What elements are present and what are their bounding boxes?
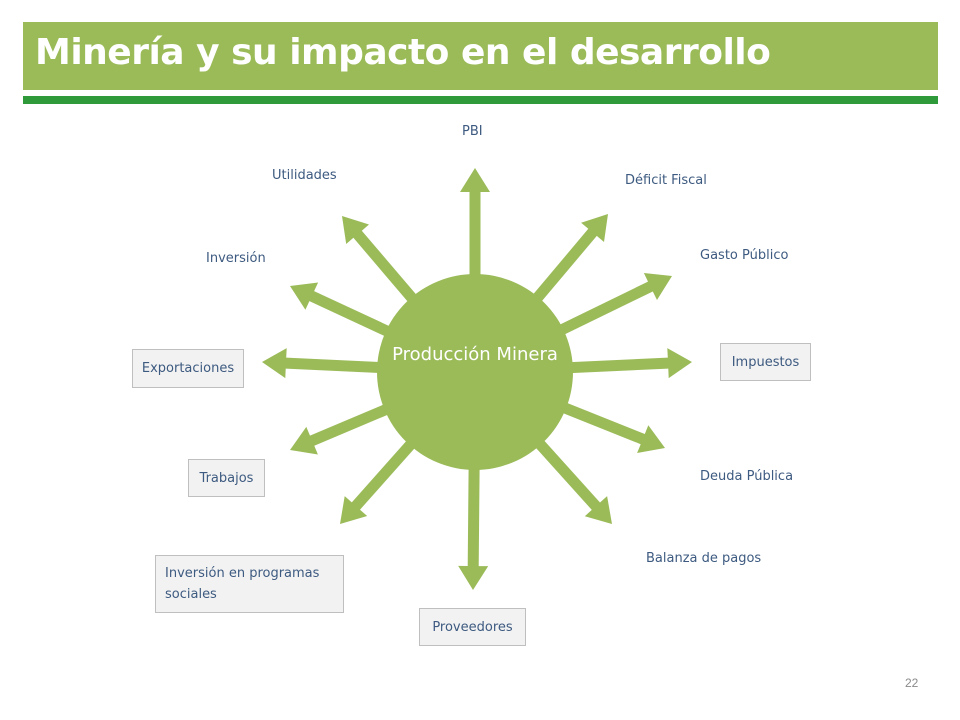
label-balanza-de-pagos: Balanza de pagos: [646, 551, 762, 566]
label-trabajos: Trabajos: [188, 459, 265, 497]
page-number: 22: [905, 676, 919, 690]
center-label: Producción Minera: [392, 344, 558, 365]
title-divider: [23, 96, 938, 104]
arrow-pbi: [460, 168, 490, 372]
arrow-proveedores: [458, 371, 489, 590]
center-circle: [377, 274, 573, 470]
title-bar: Minería y su impacto en el desarrollo: [23, 22, 938, 90]
slide-title: Minería y su impacto en el desarrollo: [35, 32, 771, 73]
label-pbi: PBI: [462, 124, 483, 139]
label-deficit-fiscal: Déficit Fiscal: [625, 173, 707, 188]
label-gasto-publico: Gasto Público: [700, 248, 789, 263]
label-inversion-programas-text: Inversión en programas sociales: [165, 566, 320, 602]
label-deuda-publica: Deuda Pública: [700, 469, 794, 484]
label-inversion: Inversión: [206, 251, 266, 266]
label-exportaciones: Exportaciones: [132, 349, 244, 388]
label-impuestos: Impuestos: [720, 343, 811, 381]
label-proveedores: Proveedores: [419, 608, 526, 646]
label-inversion-programas-sociales: Inversión en programas sociales: [155, 555, 344, 613]
label-utilidades: Utilidades: [272, 168, 337, 183]
